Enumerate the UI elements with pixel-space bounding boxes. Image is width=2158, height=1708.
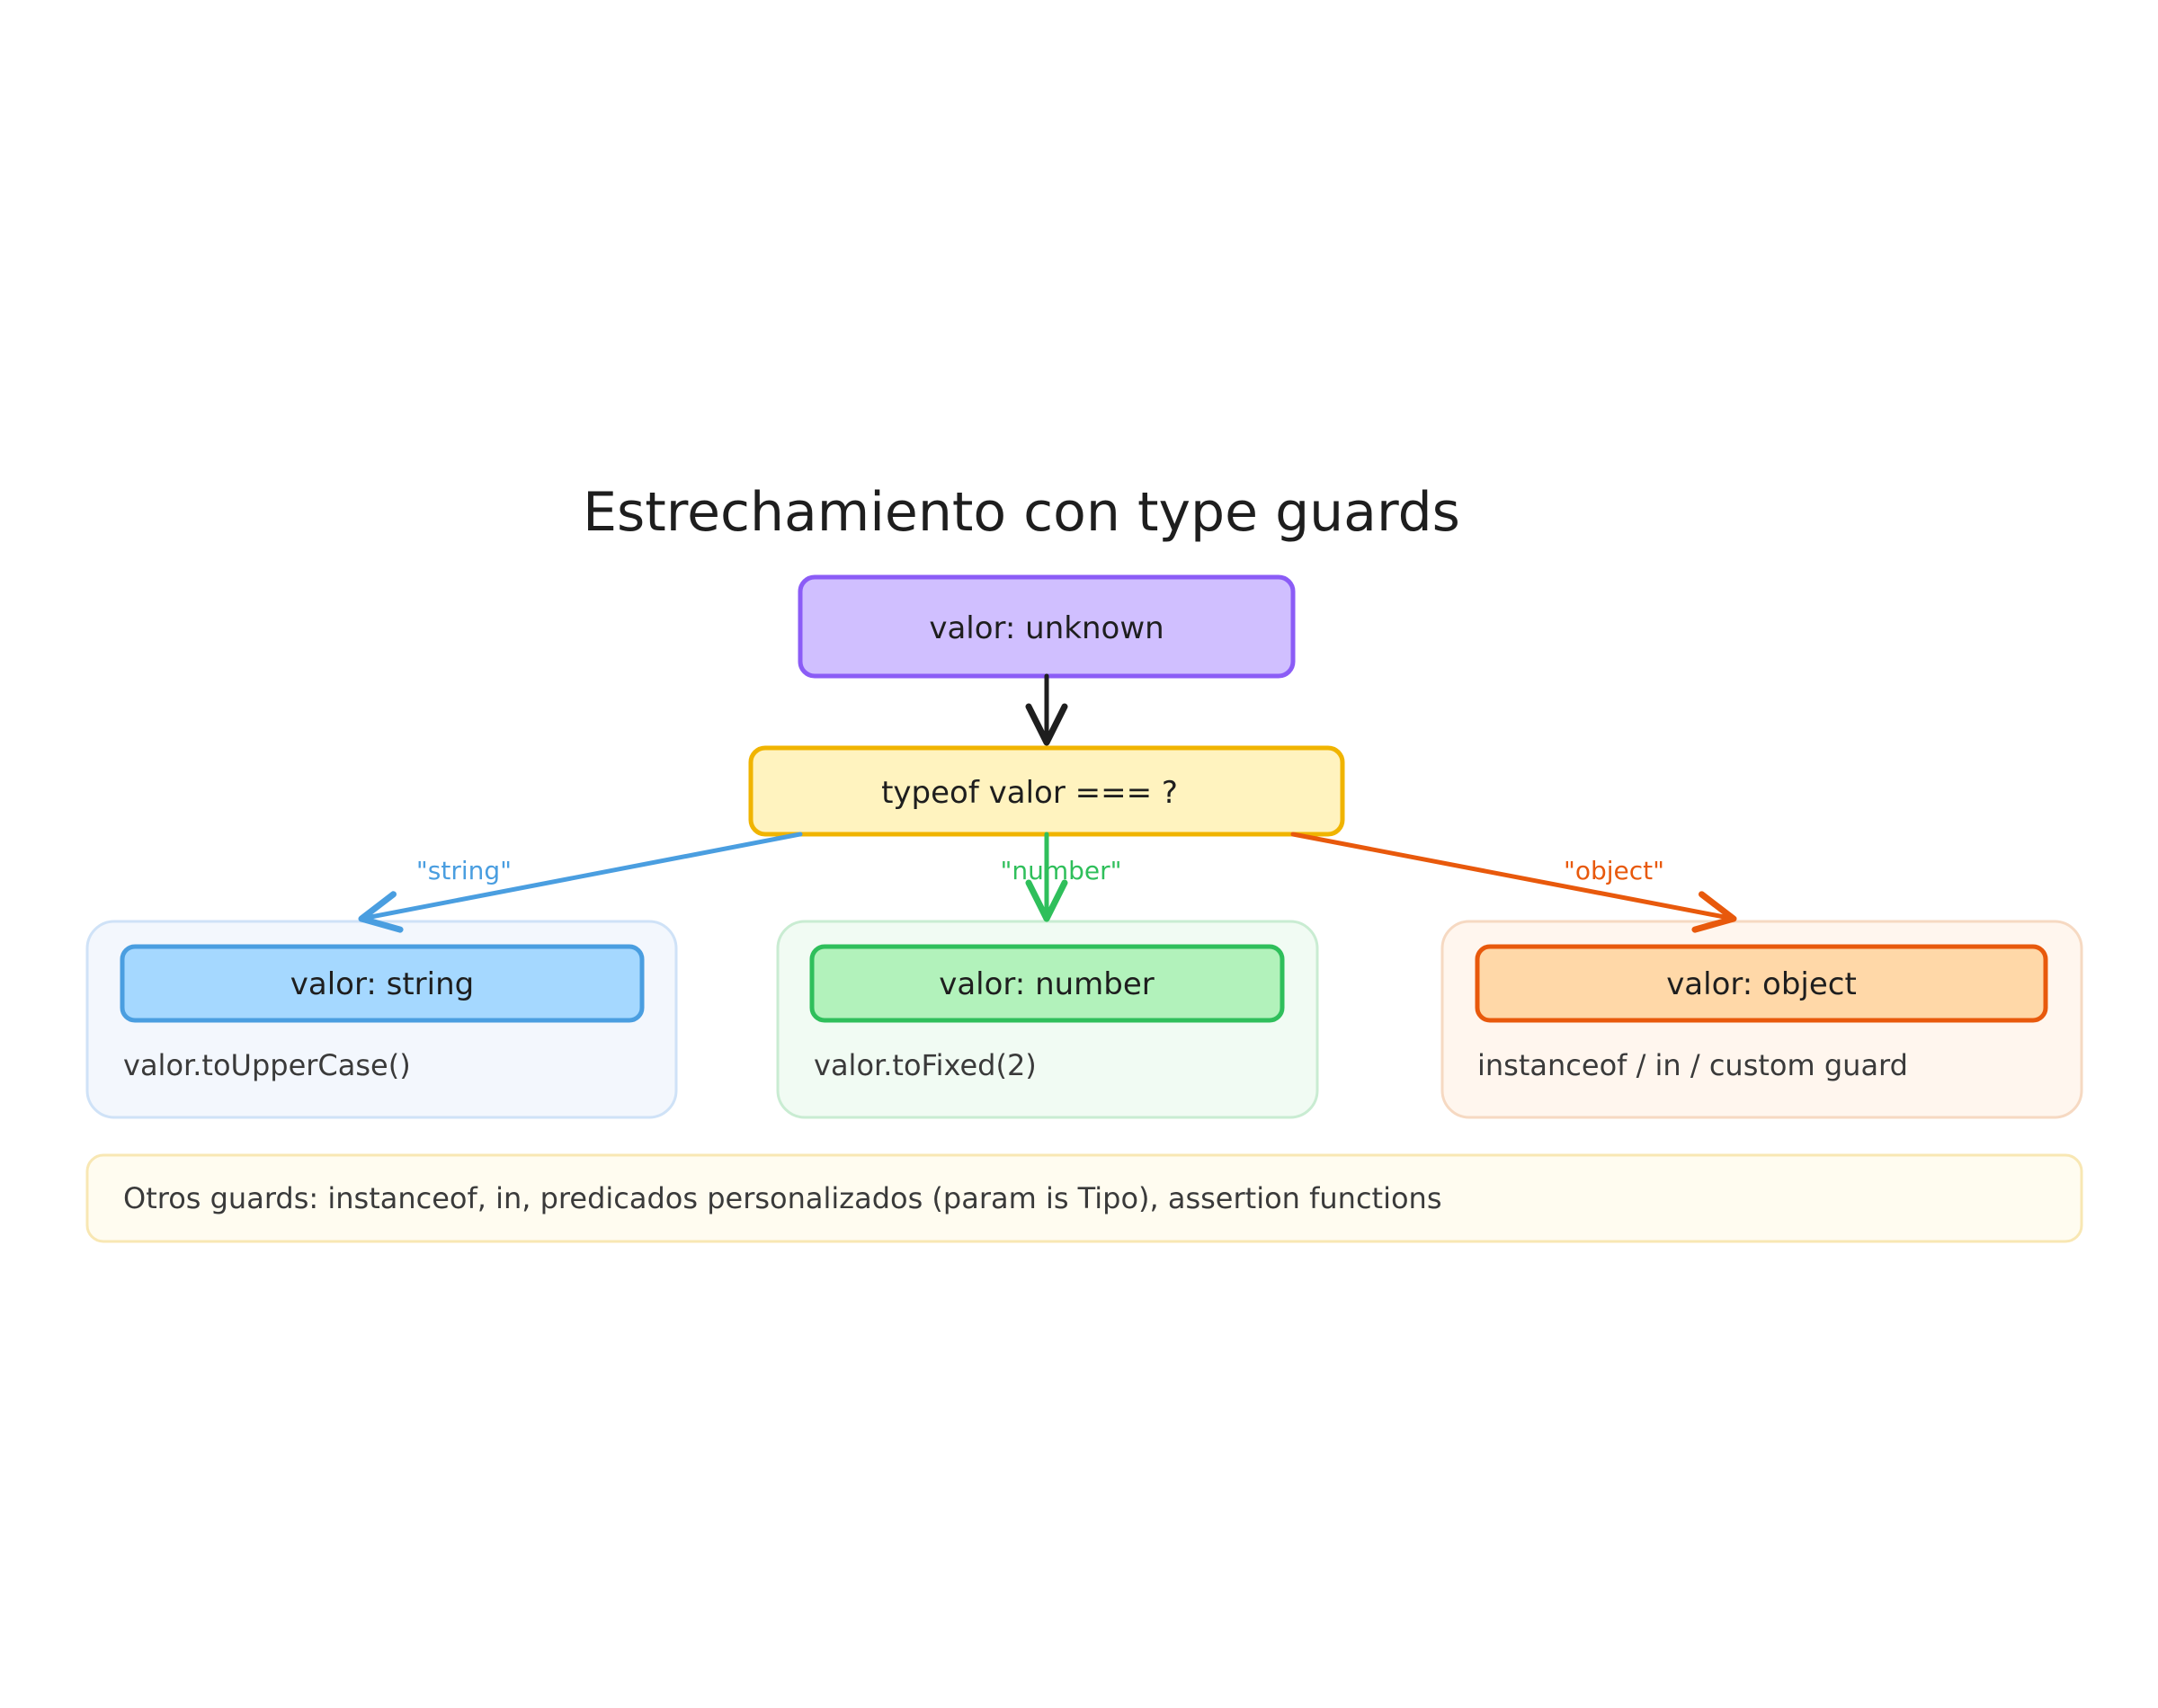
diagram-title: Estrechamiento con type guards xyxy=(583,481,1460,544)
number-node-label: valor: number xyxy=(939,966,1155,1002)
edge-label-object: "object" xyxy=(1564,856,1664,885)
edge-label-string: "string" xyxy=(416,856,512,885)
root-node-label: valor: unknown xyxy=(929,610,1164,646)
arrow-object-branch xyxy=(1290,832,1737,933)
number-node-box xyxy=(809,944,1285,1023)
string-node-box xyxy=(120,944,645,1023)
object-node-box xyxy=(1475,944,2048,1023)
object-node-label: valor: object xyxy=(1666,966,1857,1002)
string-branch-detail: valor.toUpperCase() xyxy=(123,1048,411,1082)
number-branch-detail: valor.toFixed(2) xyxy=(814,1048,1037,1082)
string-node-label: valor: string xyxy=(290,966,474,1002)
other-guards-note-text: Otros guards: instanceof, in, predicados… xyxy=(123,1181,1442,1215)
other-guards-note-box xyxy=(85,1153,2083,1243)
edge-label-number: "number" xyxy=(1000,856,1121,885)
arrow-string-branch xyxy=(358,832,803,933)
object-branch-detail: instanceof / in / custom guard xyxy=(1477,1048,1908,1082)
typeof-check-label: typeof valor === ? xyxy=(881,775,1178,811)
